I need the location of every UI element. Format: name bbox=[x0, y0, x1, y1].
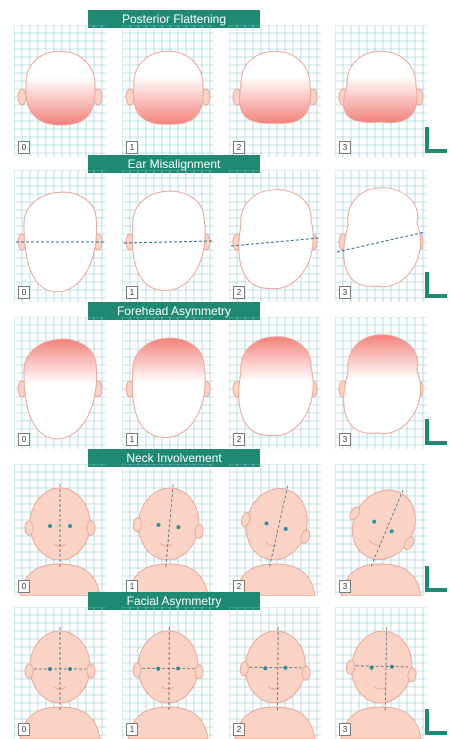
grade-label: 1 bbox=[126, 141, 138, 154]
grade-panel: 3 bbox=[335, 317, 427, 449]
grade-label: 2 bbox=[233, 141, 245, 154]
face-group bbox=[25, 627, 95, 711]
face bbox=[135, 485, 203, 563]
shoulders bbox=[128, 707, 208, 739]
head-illustration bbox=[335, 464, 427, 596]
ear-left bbox=[18, 89, 26, 105]
eye-right bbox=[68, 524, 72, 528]
ear-left bbox=[126, 89, 134, 105]
grade-panel: 0 bbox=[14, 607, 106, 739]
head-illustration bbox=[122, 607, 214, 739]
ear-left bbox=[133, 663, 141, 677]
head-illustration bbox=[14, 170, 106, 302]
shoulders bbox=[20, 707, 100, 739]
eye-left bbox=[48, 524, 52, 528]
head-illustration bbox=[14, 607, 106, 739]
skull-shape bbox=[132, 191, 205, 290]
head-illustration bbox=[229, 464, 321, 596]
grade-panel: 1 bbox=[122, 25, 214, 157]
head-illustration bbox=[229, 25, 321, 157]
skull-shape bbox=[344, 51, 417, 122]
corner-bracket bbox=[425, 419, 447, 445]
corner-bracket bbox=[425, 709, 447, 735]
grade-label: 0 bbox=[18, 286, 30, 299]
head-illustration bbox=[14, 25, 106, 157]
shoulders bbox=[341, 707, 421, 739]
grade-label: 2 bbox=[233, 433, 245, 446]
ear-left bbox=[25, 521, 33, 535]
head-illustration bbox=[122, 317, 214, 449]
grade-panel: 2 bbox=[229, 464, 321, 596]
grade-panel: 2 bbox=[229, 170, 321, 302]
head-illustration bbox=[14, 317, 106, 449]
face-group bbox=[25, 484, 95, 568]
grade-label: 0 bbox=[18, 433, 30, 446]
head-illustration bbox=[335, 607, 427, 739]
head-illustration bbox=[229, 317, 321, 449]
grade-label: 3 bbox=[339, 286, 351, 299]
grade-panel: 0 bbox=[14, 317, 106, 449]
head-illustration bbox=[335, 170, 427, 302]
skull-shape bbox=[239, 337, 313, 436]
face bbox=[238, 481, 316, 567]
grade-panel: 2 bbox=[229, 317, 321, 449]
grade-label: 0 bbox=[18, 141, 30, 154]
grade-panel: 3 bbox=[335, 170, 427, 302]
corner-bracket bbox=[425, 127, 447, 153]
shoulders bbox=[235, 707, 315, 739]
grade-label: 2 bbox=[233, 723, 245, 736]
grade-label: 3 bbox=[339, 580, 351, 593]
grade-label: 1 bbox=[126, 723, 138, 736]
ear-left bbox=[25, 664, 33, 678]
skull-shape bbox=[132, 338, 205, 437]
head-illustration bbox=[14, 464, 106, 596]
face-group bbox=[231, 476, 321, 576]
corner-bracket bbox=[425, 272, 447, 298]
grade-label: 3 bbox=[339, 723, 351, 736]
grade-label: 1 bbox=[126, 433, 138, 446]
grade-label: 3 bbox=[339, 141, 351, 154]
grade-panel: 1 bbox=[122, 464, 214, 596]
grade-panel: 0 bbox=[14, 170, 106, 302]
grade-panel: 3 bbox=[335, 464, 427, 596]
face bbox=[137, 630, 199, 704]
head-illustration bbox=[122, 25, 214, 157]
head-illustration bbox=[122, 170, 214, 302]
face-group bbox=[129, 480, 208, 571]
skull-shape bbox=[239, 51, 310, 123]
grade-panel: 2 bbox=[229, 607, 321, 739]
face-group bbox=[237, 625, 313, 714]
grade-panel: 3 bbox=[335, 607, 427, 739]
skull-shape bbox=[26, 51, 95, 125]
ear-right bbox=[195, 665, 203, 679]
ear-right bbox=[87, 521, 95, 535]
grade-panel: 1 bbox=[122, 607, 214, 739]
grade-panel: 1 bbox=[122, 170, 214, 302]
corner-bracket bbox=[425, 566, 447, 592]
grade-panel: 1 bbox=[122, 317, 214, 449]
skull-shape bbox=[133, 51, 203, 124]
face bbox=[340, 479, 427, 571]
skull-shape bbox=[344, 188, 421, 287]
grade-label: 0 bbox=[18, 580, 30, 593]
grade-panel: 3 bbox=[335, 25, 427, 157]
head-illustration bbox=[335, 317, 427, 449]
head-illustration bbox=[229, 170, 321, 302]
grade-panel: 0 bbox=[14, 464, 106, 596]
ear-right bbox=[87, 664, 95, 678]
grade-label: 2 bbox=[233, 286, 245, 299]
head-illustration bbox=[229, 607, 321, 739]
face-group bbox=[342, 623, 422, 715]
skull-shape bbox=[344, 335, 421, 434]
grade-label: 3 bbox=[339, 433, 351, 446]
grade-label: 0 bbox=[18, 723, 30, 736]
grade-panel: 0 bbox=[14, 25, 106, 157]
head-illustration bbox=[122, 464, 214, 596]
head-illustration bbox=[335, 25, 427, 157]
grade-label: 1 bbox=[126, 286, 138, 299]
grade-panel: 2 bbox=[229, 25, 321, 157]
shoulders bbox=[341, 564, 421, 596]
